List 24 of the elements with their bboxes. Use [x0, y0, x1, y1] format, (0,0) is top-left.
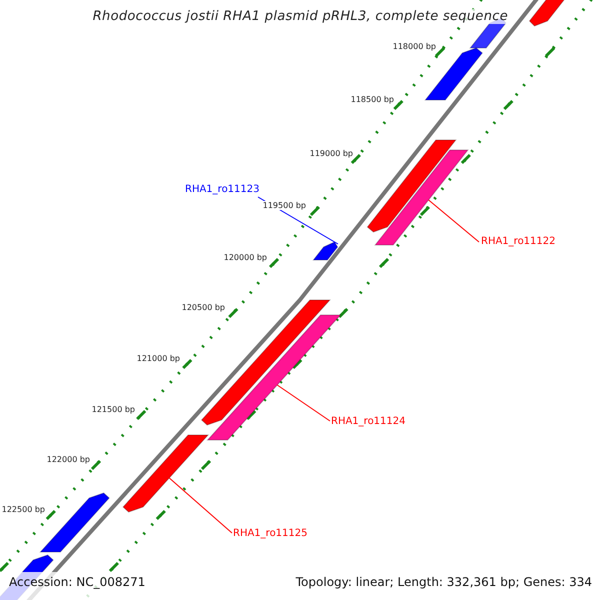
gene-label: RHA1_ro11125 [233, 528, 308, 539]
tick-label: 119500 bp [262, 201, 307, 210]
tick-label: 120000 bp [222, 253, 268, 262]
tick-label: 121000 bp [136, 354, 181, 363]
tick-label: 121500 bp [90, 405, 136, 414]
leader-line [168, 478, 232, 534]
gene-block [312, 241, 338, 260]
tick-label: 119000 bp [308, 149, 354, 158]
tick-label: 120500 bp [180, 303, 226, 312]
gene-bar [374, 150, 469, 246]
tick-label: 122000 bp [46, 455, 91, 464]
tick-label: 118500 bp [350, 95, 395, 104]
gene-label: RHA1_ro11122 [481, 236, 556, 247]
gene-label: RHA1_ro11123 [185, 184, 260, 195]
leader-line [276, 384, 330, 422]
summary-text: Topology: linear; Length: 332,361 bp; Genes: 334 [296, 575, 592, 589]
title: Rhodococcus jostii RHA1 plasmid pRHL3, complete sequence [92, 9, 508, 24]
gene-label: RHA1_ro11124 [331, 416, 406, 427]
gene-block [122, 434, 210, 513]
leader-line [428, 200, 480, 242]
gene-block [366, 140, 457, 233]
accession-text: Accession: NC_008271 [9, 575, 146, 589]
tick-label: 122500 bp [0, 505, 46, 514]
tick-label: 118000 bp [392, 42, 437, 51]
